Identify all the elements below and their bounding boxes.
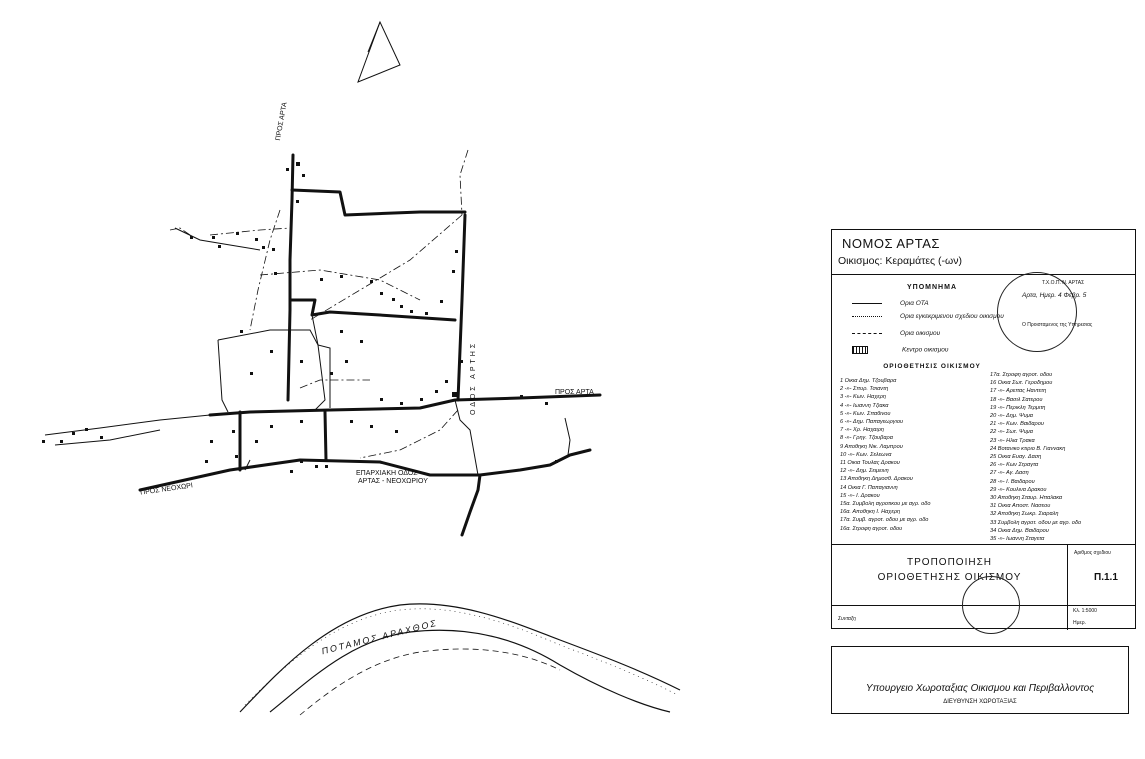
- settlement-title: Οικισμος: Κεραμάτες (-ων): [838, 255, 962, 267]
- title-block-line1: ΤΡΟΠΟΠΟΙΗΣΗ: [907, 557, 992, 568]
- building-markers: [42, 162, 558, 473]
- divider: [1067, 604, 1068, 630]
- list-item: 5 -»- Κων. Σπαθινου: [840, 410, 891, 417]
- list-item: 27 -»- Αγ. Δαση: [990, 470, 1029, 477]
- legend-item-ota: Ορια ΟΤΑ: [852, 300, 929, 307]
- ministry-dept: ΔΙΕΥΘΥΝΣΗ ΧΩΡΟΤΑΞΙΑΣ: [943, 699, 1017, 705]
- list-item: 17α. Συμβ. αγροτ. οδου με αγρ. οδο: [840, 517, 929, 524]
- hatch-icon: [852, 346, 868, 354]
- list-item: 22 -»- Σωτ. Ψυμα: [990, 429, 1033, 436]
- list-item: 12 -»- Δημ. Σειμεινη: [840, 468, 889, 475]
- list-item: 16α. Αποθηκη Ι. Ηαχερη: [840, 509, 901, 516]
- west-track: [44, 227, 261, 446]
- line-solid-icon: [852, 302, 882, 304]
- list-item: 17α. Στροφη αγροτ. οδου: [990, 372, 1053, 378]
- list-item: 32 Αποθηκη Σωκρ. Σιαραλη: [990, 511, 1059, 518]
- line-dashed-icon: [852, 332, 882, 334]
- scale-text: Κλ. 1:5000: [1073, 608, 1097, 614]
- line-dotted-icon: [852, 315, 882, 317]
- list-item: 3 -»- Κων. Ηαχερη: [840, 394, 887, 401]
- boundary-list-heading: ΟΡΙΟΘΕΤΗΣΙΣ ΟΙΚΙΣΜΟΥ: [883, 363, 981, 370]
- list-item: 6 -»- Δημ. Παπαγεωργιου: [840, 419, 904, 426]
- title-header: ΝΟΜΟΣ ΑΡΤΑΣ Οικισμος: Κεραμάτες (-ων): [832, 230, 1135, 275]
- list-item: 11 Οικια Τουλας Δρακου: [840, 460, 900, 467]
- list-item: 31 Οικια Αποστ. Νασεου: [990, 503, 1051, 510]
- list-item: 13 Αποθηκη Δημοσθ. Δρακου: [840, 476, 913, 483]
- map-label-road-east: ΠΡΟΣ ΑΡΤΑ: [555, 389, 594, 396]
- divider: [1067, 545, 1068, 605]
- list-item: 15 -»- Ι. Δρακου: [840, 492, 880, 499]
- drawing-code: Π.1.1: [1094, 572, 1118, 583]
- list-item: 25 Οικια Ευαγ. Δαση: [990, 454, 1042, 461]
- settlement-map: [42, 20, 681, 716]
- list-item: 19 -»- Περικλη Τερμιτη: [990, 404, 1046, 411]
- legend-heading: ΥΠΟΜΝΗΜΑ: [907, 284, 957, 291]
- settlement-boundary: [217, 314, 571, 476]
- list-item: 20 -»- Δημ. Ψυμα: [990, 413, 1033, 420]
- list-item: 21 -»- Κων. Βαιδαρου: [990, 421, 1044, 428]
- list-item: 34 Οικια Δημ. Βαιδαρου: [990, 527, 1049, 534]
- boundary-list-right: 17α. Στροφη αγροτ. οδου 16 Οικια Σωτ. Γε…: [990, 371, 1081, 543]
- list-item: 29 -»- Κουλινα Δρακου: [990, 486, 1047, 493]
- office-stamp: [997, 272, 1077, 352]
- municipal-boundary: [169, 149, 469, 459]
- legend-panel: ΝΟΜΟΣ ΑΡΤΑΣ Οικισμος: Κεραμάτες (-ων) ΥΠ…: [831, 229, 1136, 634]
- boundary-list-left: 1 Οικια Δημ. Τζουβαρα 2 -»- Σπυρ. Τσιαντ…: [840, 377, 930, 533]
- list-item: 16 Οικια Σωτ. Γεροδημου: [990, 380, 1053, 387]
- legend-item-approved-plan: Ορια εγκεκριμενου σχεδιου οικισμου: [852, 313, 1004, 320]
- title-block-line2: ΟΡΙΟΘΕΤΗΣΗΣ ΟΙΚΙΣΜΟΥ: [877, 572, 1022, 583]
- list-item: 26 -»- Κων Στραγτα: [990, 462, 1039, 469]
- map-label-provincial-road-2: ΑΡΤΑΣ - ΝΕΟΧΩΡΙΟΥ: [358, 478, 428, 485]
- list-item: 7 -»- Χρ. Ηαχαιρη: [840, 427, 885, 434]
- list-item: 1 Οικια Δημ. Τζουβαρα: [840, 378, 897, 384]
- list-item: 28 -»- Ι. Βαιδαρου: [990, 478, 1035, 485]
- list-item: 35 -»- Ιωαννη Σταγετα: [990, 536, 1045, 543]
- list-item: 14 Οικια Γ. Παπαγιαννη: [840, 484, 898, 491]
- stamp-office-text: Τ.Χ.Ο.Π. Ν. ΑΡΤΑΣ: [1042, 280, 1085, 286]
- list-item: 8 -»- Γρηγ. Τζουβαρα: [840, 435, 893, 442]
- north-arrow-icon: [357, 20, 401, 83]
- list-item: 33 Συμβολη αγροτ. οδου με αγρ. οδο: [990, 519, 1082, 526]
- legend-item-settlement-limit: Ορια οικισμου: [852, 330, 940, 337]
- list-item: 18 -»- Βασιλ Σατερου: [990, 396, 1043, 403]
- prefecture-title: ΝΟΜΟΣ ΑΡΤΑΣ: [842, 236, 940, 251]
- list-item: 9 Αποθηκη Νικ. Λαμπρου: [840, 443, 903, 450]
- list-item: 15α. Συμβολη αγροτικου με αγρ. οδο: [840, 501, 931, 508]
- stamp-role-text: Ο Προισταμενος της Υπηρεσιας: [1022, 322, 1093, 328]
- list-item: 16α. Στροφη αγροτ. οδου: [840, 525, 903, 532]
- legend-item-center: Κεντρο οικισμου: [852, 346, 948, 354]
- ministry-box: Υπουργειο Χωροταξιας Οικισμου και Περιβα…: [831, 646, 1129, 714]
- ministry-stamp: [962, 576, 1020, 634]
- list-item: 2 -»- Σπυρ. Τσιαντη: [840, 386, 889, 393]
- list-item: 4 -»- Ιωαννη Τζιακα: [840, 402, 889, 409]
- signed-label: Συνταξη: [838, 616, 856, 622]
- list-item: 10 -»- Κων. Σελεωνα: [840, 451, 892, 458]
- list-item: 23 -»- Ηλια Τρακα: [990, 437, 1035, 444]
- date-label: Ημερ.: [1073, 620, 1086, 626]
- stamp-date-text: Αρτα, Ημερ. 4 Φεβρ. 5: [1022, 292, 1087, 299]
- river-arachthos: [239, 603, 681, 716]
- map-label-provincial-road-1: ΕΠΑΡΧΙΑΚΗ ΟΔΟΣ: [356, 470, 418, 477]
- list-item: 30 Αποθηκη Σταυρ. Ηπαλακα: [990, 495, 1063, 502]
- list-item: 17 -»- Αρεπας Ηαντετη: [990, 388, 1047, 395]
- map-label-north-road: ΟΔΟΣ ΑΡΤΗΣ: [470, 340, 477, 415]
- ministry-name: Υπουργειο Χωροταξιας Οικισμου και Περιβα…: [865, 683, 1095, 694]
- drawing-code-label: Αριθμος σχεδιου: [1074, 550, 1111, 556]
- signature-row: Συνταξη Κλ. 1:5000 Ημερ.: [832, 576, 1135, 634]
- list-item: 24 Βοτανικο κτιριο Β. Γιαννακη: [990, 445, 1066, 452]
